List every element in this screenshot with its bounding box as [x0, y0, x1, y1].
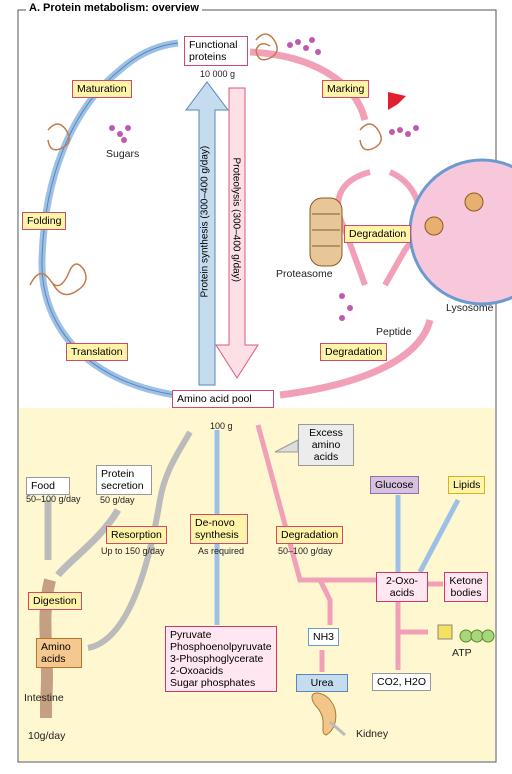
urea-box: Urea: [296, 674, 348, 692]
secretion-amount: 50 g/day: [100, 495, 135, 505]
flag: [388, 92, 406, 110]
resorption-arrow: [87, 430, 193, 651]
lysosome-shape: [408, 158, 512, 306]
translation-label: Translation: [66, 343, 128, 361]
glucose-box: Glucose: [370, 476, 419, 494]
marked-protein-squiggle: [359, 123, 382, 151]
degradation-lower-label: Degradation: [276, 526, 344, 544]
resorption-amount: Up to 150 g/day: [101, 546, 165, 556]
oxo-acids-box: 2-Oxo- acids: [376, 572, 428, 602]
intestine-amount: 10g/day: [28, 730, 66, 742]
kidney-label: Kidney: [356, 728, 389, 740]
digestion-label: Digestion: [28, 592, 82, 610]
secretion-arrow: [55, 508, 122, 578]
frame: [17, 9, 497, 763]
proteolysis-label: Proteolysis (300–400 g/day): [230, 157, 242, 283]
de-novo-synthesis-label: De-novo synthesis: [190, 514, 248, 544]
precursors-box: Pyruvate Phosphoenolpyruvate 3-Phosphogl…: [165, 626, 277, 692]
protein-secretion-box: Protein secretion: [96, 465, 152, 495]
atp-label: ATP: [452, 647, 472, 659]
intestine-label: Intestine: [24, 692, 64, 704]
amino-acid-pool-box: Amino acid pool: [172, 390, 274, 408]
resorption-label: Resorption: [106, 526, 167, 544]
lysosome-enzyme-1: [464, 192, 484, 212]
pool-amount: 100 g: [210, 421, 233, 431]
peptide-label: Peptide: [376, 326, 412, 338]
food-amount: 50–100 g/day: [26, 494, 81, 504]
proteasome-shape: [309, 197, 343, 267]
lysosome-label: Lysosome: [446, 302, 494, 314]
as-required-label: As required: [198, 546, 245, 556]
oxo-to-lipids-arrow: [417, 498, 461, 574]
protein-synthesis-arrow: [185, 81, 229, 386]
functional-proteins-box: Functional proteins: [184, 36, 248, 66]
proteasome-label: Proteasome: [276, 268, 333, 280]
marking-arrow: [249, 48, 369, 121]
lysosome-enzyme-2: [424, 216, 444, 236]
degradation-return-label: Degradation: [320, 343, 388, 361]
functional-protein-squiggle: [255, 33, 278, 61]
translation-chain: [29, 263, 87, 296]
amino-acids-box: Amino acids: [36, 638, 82, 668]
degradation-upper-label: Degradation: [344, 225, 412, 243]
kidney-shape: [311, 692, 337, 736]
marking-label: Marking: [322, 80, 370, 98]
degradation-amount: 50–100 g/day: [278, 546, 333, 556]
excess-amino-acids-box: Excess amino acids: [298, 424, 354, 466]
lipids-box: Lipids: [448, 476, 486, 494]
folding-label: Folding: [22, 212, 67, 230]
ketone-bodies-box: Ketone bodies: [444, 572, 488, 602]
proteolysis-arrow: [215, 87, 259, 379]
food-box: Food: [26, 477, 70, 495]
panel-title: A. Protein metabolism: overview: [26, 2, 202, 14]
sugars-label: Sugars: [106, 148, 140, 160]
atp-adenine: [437, 624, 453, 640]
degradation-return-arrow: [279, 318, 434, 399]
maturation-label: Maturation: [72, 80, 132, 98]
co2-h2o-box: CO2, H2O: [372, 673, 432, 691]
maturation-protein-squiggle: [47, 123, 70, 151]
protein-synthesis-label: Protein synthesis (300–400 g/day): [199, 145, 211, 298]
functional-proteins-amount: 10 000 g: [200, 69, 236, 79]
nh3-box: NH3: [308, 628, 340, 646]
